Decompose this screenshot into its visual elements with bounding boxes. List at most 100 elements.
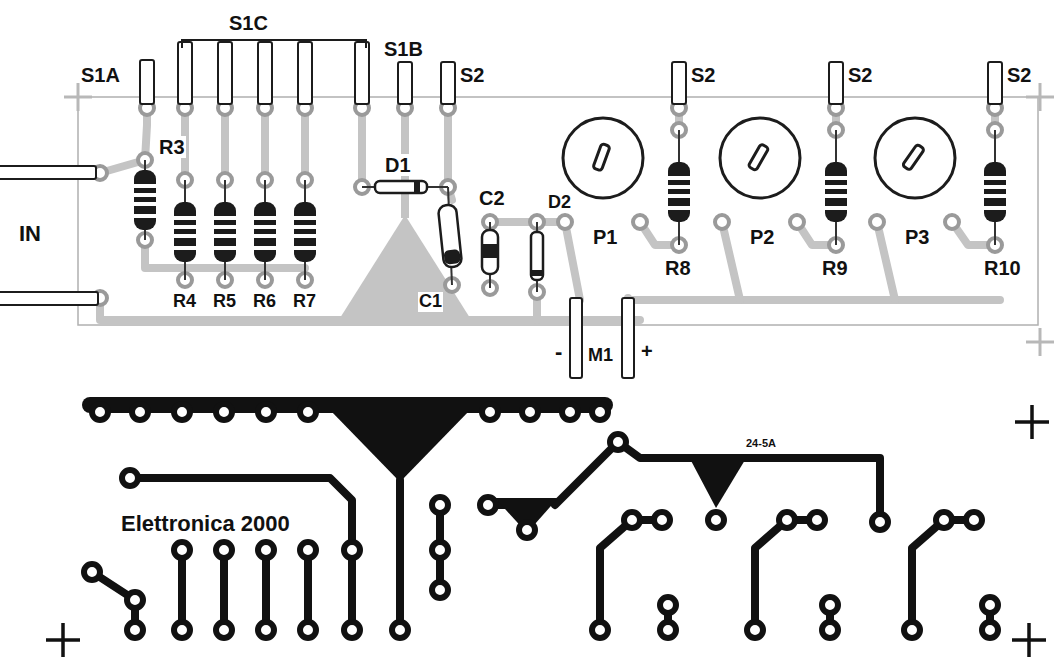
copper-pad	[174, 404, 190, 420]
copper-pad	[747, 622, 763, 638]
copper-pad	[519, 522, 535, 538]
copper-pad	[592, 622, 608, 638]
resistor-symbol	[174, 202, 196, 262]
switch-label: S2	[459, 64, 485, 86]
capacitor-symbol	[438, 204, 462, 268]
copper-pad	[300, 542, 316, 558]
diode-symbol	[414, 181, 420, 193]
switch-label: S1C	[228, 12, 269, 34]
board-outline	[78, 97, 1038, 325]
trimmer-potentiometer	[902, 144, 924, 170]
wire-terminal	[178, 42, 192, 104]
switch-bracket	[182, 40, 366, 48]
pcb-trace	[221, 108, 229, 180]
copper-trace	[130, 478, 352, 630]
registration-mark	[64, 83, 1054, 356]
component-label: R4	[172, 292, 197, 312]
registration-mark	[46, 405, 1049, 657]
capacitor-symbol	[482, 244, 498, 258]
component-label: C2	[478, 187, 506, 209]
copper-pad	[904, 622, 920, 638]
wire-terminal	[988, 62, 1002, 104]
copper-pad	[660, 622, 676, 638]
copper-pad	[936, 512, 952, 528]
copper-pad	[392, 622, 408, 638]
board-code: 24-5A	[745, 437, 777, 449]
component-label: R8	[664, 257, 692, 279]
solder-pad	[870, 215, 884, 229]
resistor-symbol	[294, 202, 316, 262]
copper-pad	[258, 542, 274, 558]
switch-label: S2	[847, 64, 873, 86]
copper-plane	[688, 455, 748, 508]
resistor-symbol	[984, 162, 1006, 222]
switch-label: S2	[1006, 64, 1032, 86]
trimmer-potentiometer	[563, 118, 643, 198]
copper-pad	[300, 622, 316, 638]
wire-terminal	[622, 298, 634, 378]
copper-pad	[432, 542, 448, 558]
copper-pad	[344, 622, 360, 638]
copper-trace	[262, 550, 270, 630]
copper-pad	[122, 470, 138, 486]
resistor-symbol	[254, 202, 276, 262]
wire-terminal	[140, 60, 154, 104]
registration-mark	[77, 83, 80, 111]
solder-pad	[715, 215, 729, 229]
wire-terminal	[398, 62, 412, 104]
trimmer-potentiometer	[875, 118, 955, 198]
copper-trace	[555, 442, 618, 505]
copper-trace	[304, 550, 312, 630]
copper-pad	[258, 404, 274, 420]
wire-terminal	[218, 42, 232, 104]
copper-pad	[216, 622, 232, 638]
component-label: R10	[983, 257, 1022, 279]
copper-trace	[618, 442, 880, 522]
copper-pad	[344, 542, 360, 558]
diode-symbol	[531, 232, 543, 280]
component-label: R3	[158, 136, 186, 158]
pcb-trace	[877, 222, 895, 300]
copper-pad	[216, 542, 232, 558]
copper-pad	[432, 497, 448, 513]
copper-pad	[522, 404, 538, 420]
switch-label: S1B	[383, 38, 424, 60]
copper-pad	[982, 597, 998, 613]
registration-mark	[1030, 405, 1034, 439]
component-label: C1	[418, 292, 443, 312]
pcb-trace	[628, 298, 1000, 300]
solder-pad	[633, 215, 647, 229]
copper-pad	[432, 582, 448, 598]
switch-label: S2	[690, 64, 716, 86]
capacitor-symbol	[482, 230, 498, 274]
wire-terminal	[298, 42, 312, 104]
trimmer-potentiometer	[748, 144, 769, 171]
copper-pad	[660, 597, 676, 613]
copper-pad	[300, 404, 316, 420]
copper-pad	[127, 592, 143, 608]
polarity-sign: -	[554, 340, 563, 364]
copper-trace	[396, 480, 404, 630]
copper-pad	[132, 404, 148, 420]
trimmer-potentiometer	[563, 118, 955, 198]
copper-pad	[127, 622, 143, 638]
input-label: IN	[18, 222, 42, 246]
wire-terminal	[441, 62, 455, 104]
copper-pad	[966, 512, 982, 528]
pcb-trace	[358, 108, 366, 187]
component-label: R5	[212, 292, 237, 312]
pcb-trace	[565, 222, 580, 300]
resistor-symbol	[825, 162, 847, 222]
copper-pad	[84, 404, 998, 638]
pcb-trace	[722, 222, 740, 300]
copper-pad	[480, 497, 496, 513]
pcb-trace	[100, 108, 1000, 320]
publisher-watermark: Elettronica 2000	[120, 512, 291, 536]
component-label: P2	[749, 226, 775, 248]
component-label: R6	[252, 292, 277, 312]
ground-plane	[340, 108, 470, 318]
component-label: P1	[592, 226, 618, 248]
wire-terminal	[0, 292, 98, 305]
